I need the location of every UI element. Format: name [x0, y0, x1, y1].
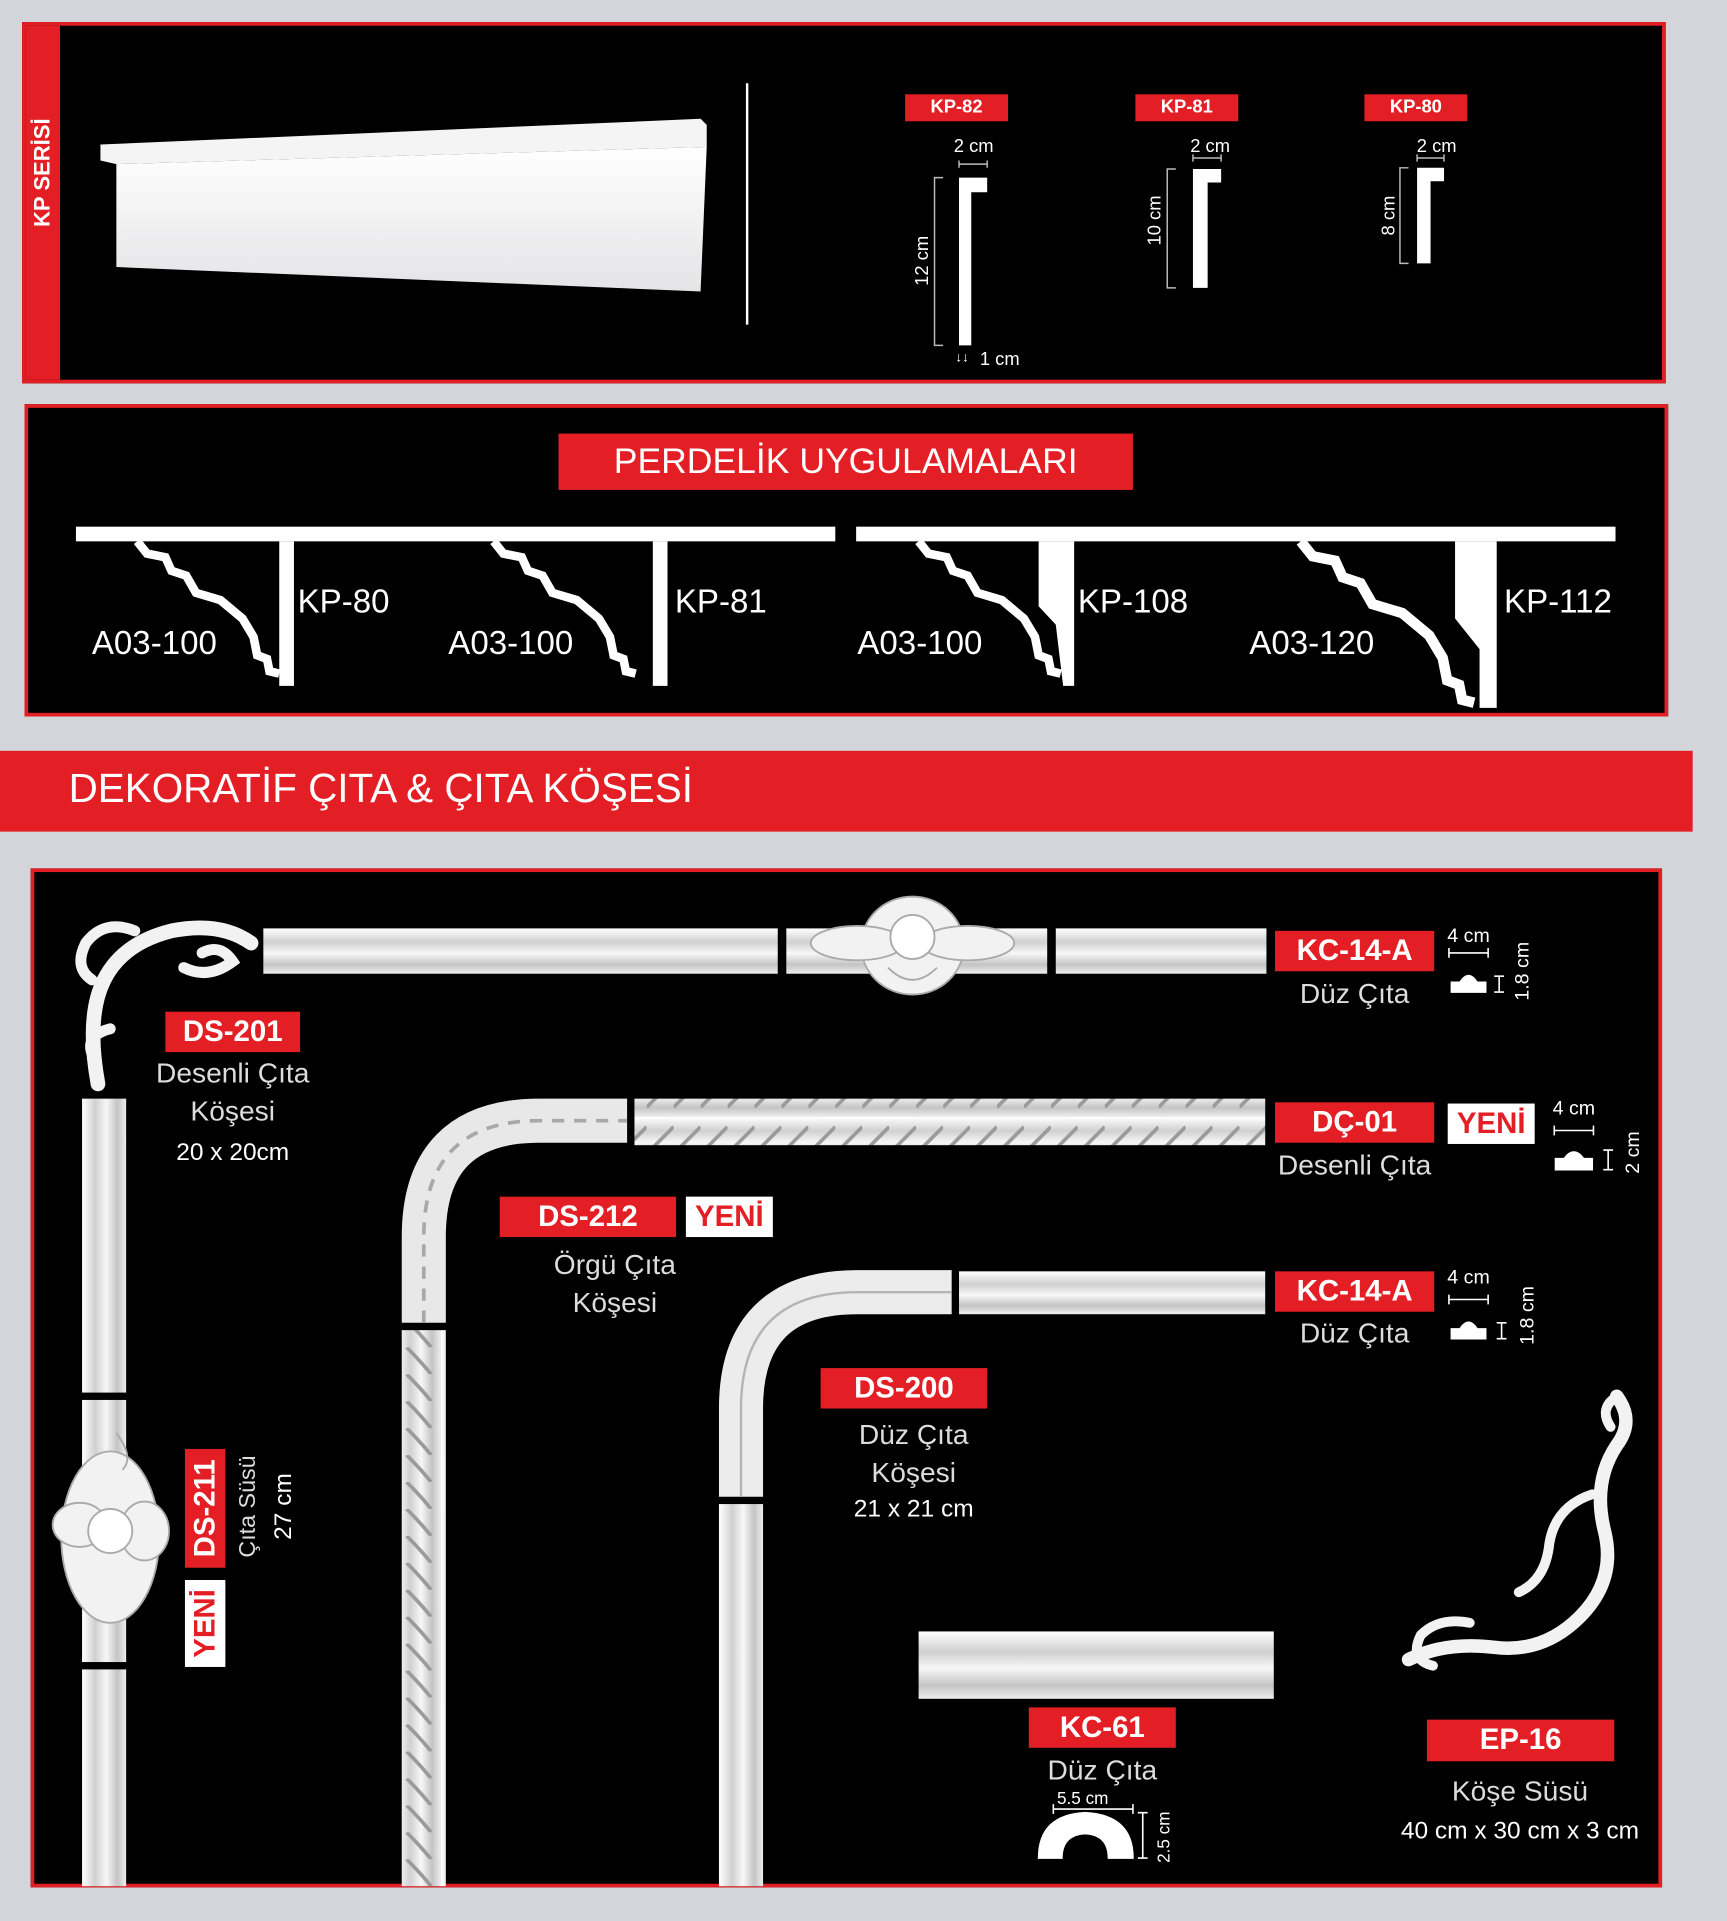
kp80-label: KP-80: [1364, 94, 1468, 122]
dc01-rope-molding: [634, 1098, 1266, 1146]
ds201-code: DS-201: [165, 1011, 301, 1053]
kp81-height: 10 cm: [1144, 195, 1166, 246]
ds212-new-badge: YENİ: [685, 1196, 773, 1238]
kp-profile-drawings: [959, 167, 1445, 346]
kc14a-mid-code: KC-14-A: [1275, 1271, 1435, 1312]
center-ornament: [809, 895, 1016, 996]
profile-dimension-icons: [1037, 947, 1614, 1859]
section-banner: DEKORATİF ÇITA & ÇITA KÖŞESİ: [0, 750, 1693, 832]
kp81-label: KP-81: [1135, 94, 1239, 122]
ds211-name: Çıta Süsü: [235, 1455, 261, 1558]
ds211-size: 27 cm: [270, 1473, 298, 1540]
ds200-name2: Köşesi: [871, 1456, 956, 1489]
curtain-profiles: [75, 526, 1616, 708]
ds212-name2: Köşesi: [572, 1286, 658, 1318]
kc61-code: KC-61: [1028, 1707, 1176, 1748]
ds211-code: DS-211: [184, 1448, 226, 1568]
dc01-new-badge: YENİ: [1447, 1103, 1535, 1144]
kc14a-mid-height: 1.8 cm: [1517, 1286, 1539, 1345]
kc61-height: 2.5 cm: [1153, 1811, 1174, 1863]
combo4-profile: KP-112: [1504, 583, 1612, 620]
curtain-title: PERDELİK UYGULAMALARI: [558, 433, 1133, 490]
kp80-width: 2 cm: [1416, 135, 1457, 157]
combo1-cornice: A03-100: [91, 624, 217, 662]
kc14a-top-height: 1.8 cm: [1512, 941, 1534, 1001]
kc61-molding: [918, 1631, 1274, 1699]
ds201-size: 20 x 20cm: [176, 1139, 290, 1167]
kp82-thickness: 1 cm: [979, 349, 1020, 370]
kp82-width: 2 cm: [953, 135, 994, 157]
dc01-height: 2 cm: [1622, 1131, 1644, 1174]
ds201-name2: Köşesi: [190, 1094, 275, 1127]
kp-dimension-lines: [933, 154, 1445, 347]
ds201-name1: Desenli Çıta: [155, 1057, 310, 1089]
dc01-name: Desenli Çıta: [1277, 1148, 1432, 1181]
ds200-code: DS-200: [820, 1368, 988, 1409]
kc14a-top-code: KC-14-A: [1275, 930, 1435, 972]
kc14a-top-molding: [263, 928, 1267, 974]
kc14a-mid-molding: [959, 1271, 1266, 1315]
combo1-profile: KP-80: [297, 583, 390, 620]
ds211-new-badge: YENİ: [184, 1579, 226, 1667]
ds200-name1: Düz Çıta: [858, 1418, 969, 1451]
combo2-profile: KP-81: [674, 583, 767, 620]
kp82-height: 12 cm: [911, 235, 933, 286]
kp82-thickness-arrows: ↓↓: [955, 350, 969, 365]
ds212-code: DS-212: [499, 1196, 677, 1238]
dc01-width: 4 cm: [1552, 1098, 1596, 1120]
combo3-profile: KP-108: [1077, 583, 1189, 620]
kp81-width: 2 cm: [1190, 135, 1231, 157]
dc01-code: DÇ-01: [1275, 1102, 1435, 1143]
kp80-height: 8 cm: [1378, 195, 1400, 236]
kp82-label: KP-82: [905, 94, 1009, 122]
kc14a-top-name: Düz Çıta: [1299, 977, 1410, 1010]
kc14a-mid-name: Düz Çıta: [1299, 1316, 1410, 1349]
combo2-cornice: A03-100: [448, 624, 574, 662]
ep16-name: Köşe Süsü: [1451, 1774, 1589, 1807]
ds201-corner-ornament: [75, 920, 259, 1092]
combo3-cornice: A03-100: [857, 624, 983, 662]
ds200-corner: [718, 1270, 952, 1887]
ep16-corner-ornament: [1401, 1389, 1633, 1671]
kp-series-side-stripe: KP SERİSİ: [25, 25, 61, 380]
ds211-ornament: [51, 1432, 170, 1624]
kc61-width: 5.5 cm: [1056, 1788, 1109, 1808]
ds212-corner: [401, 1098, 628, 1887]
kc14a-mid-width: 4 cm: [1447, 1267, 1490, 1289]
ep16-size: 40 cm x 30 cm x 3 cm: [1400, 1817, 1640, 1845]
kc61-name: Düz Çıta: [1047, 1753, 1158, 1786]
ep16-code: EP-16: [1426, 1719, 1615, 1762]
kc14a-top-width: 4 cm: [1447, 925, 1490, 947]
combo4-cornice: A03-120: [1249, 624, 1375, 662]
ds200-size: 21 x 21 cm: [853, 1495, 974, 1523]
ds212-name1: Örgü Çıta: [553, 1248, 676, 1280]
section-title: DEKORATİF ÇITA & ÇITA KÖŞESİ: [68, 765, 693, 811]
kp-molding-render: [100, 118, 707, 292]
